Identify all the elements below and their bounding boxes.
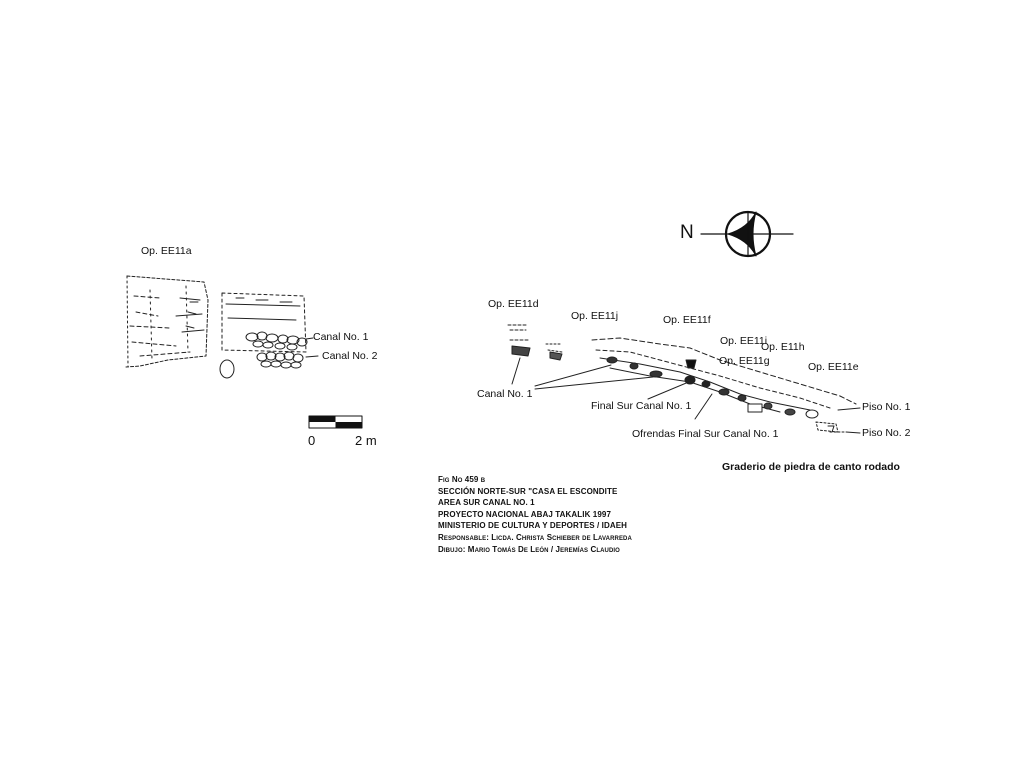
caption-line-1: Fig No 459 b <box>438 475 486 484</box>
caption-line-7: Dibujo: Mario Tomás De León / Jeremías C… <box>438 544 620 554</box>
label-graderio: Graderio de piedra de canto rodado <box>722 461 900 473</box>
canal-2-stones-left <box>219 351 304 379</box>
label-final-sur-canal: Final Sur Canal No. 1 <box>591 400 692 412</box>
label-canal-2-left: Canal No. 2 <box>322 350 378 362</box>
caption-line-5: MINISTERIO DE CULTURA Y DEPORTES / IDAEH <box>438 521 628 531</box>
left-section-profile-a <box>125 275 209 368</box>
label-op-ee11a: Op. EE11a <box>141 245 192 257</box>
caption-line-3: AREA SUR CANAL NO. 1 <box>438 498 535 508</box>
figure-caption: Fig No 459 b SECCIÓN NORTE-SUR "CASA EL … <box>438 474 632 555</box>
north-arrow-label: N <box>680 222 694 243</box>
label-op-ee11i: Op. EE11i <box>720 335 768 347</box>
label-canal-1-left: Canal No. 1 <box>313 331 369 343</box>
label-piso-2: Piso No. 2 <box>862 427 911 439</box>
leader-lines-right <box>511 357 861 434</box>
canal-1-stones-left <box>245 331 308 351</box>
scale-end-label: 2 m <box>355 433 377 448</box>
leader-canal-2-left <box>305 355 319 358</box>
label-op-ee11j: Op. EE11j <box>571 310 619 322</box>
label-op-ee11e: Op. EE11e <box>808 361 859 373</box>
caption-line-4: PROYECTO NACIONAL ABAJ TAKALIK 1997 <box>438 509 612 519</box>
caption-line-6: Responsable: Licda. Christa Schieber de … <box>438 532 632 542</box>
label-op-e11h: Op. E11h <box>761 341 805 353</box>
scale-bar <box>308 415 363 429</box>
leader-canal-1-left <box>305 337 314 340</box>
label-piso-1: Piso No. 1 <box>862 401 911 413</box>
left-section-profile-b <box>221 292 307 353</box>
label-ofrendas: Ofrendas Final Sur Canal No. 1 <box>632 428 779 440</box>
label-canal-1-right: Canal No. 1 <box>477 388 533 400</box>
label-op-ee11g: Op. EE11g <box>719 355 770 367</box>
label-op-ee11d: Op. EE11d <box>488 298 539 310</box>
north-arrow-symbol <box>700 210 794 258</box>
label-op-ee11f: Op. EE11f <box>663 314 711 326</box>
caption-line-2: SECCIÓN NORTE-SUR "CASA EL ESCONDITE <box>438 486 618 496</box>
scale-start-label: 0 <box>308 433 316 448</box>
